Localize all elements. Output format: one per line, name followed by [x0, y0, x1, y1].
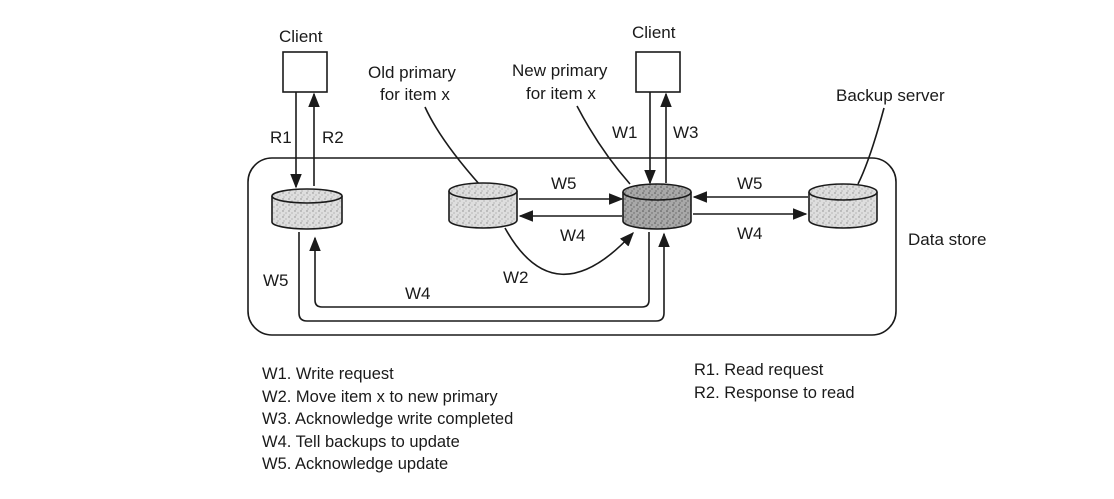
legend-item-w3: W3. Acknowledge write completed: [262, 410, 513, 428]
label-w1: W1: [612, 123, 638, 142]
old-primary-label-line1: Old primary: [368, 63, 456, 82]
arrow-w5-outer: [298, 232, 670, 322]
label-w4-right: W4: [737, 224, 763, 243]
backup-server-label: Backup server: [836, 86, 945, 105]
client-right-box: [635, 51, 681, 93]
label-r2: R2: [322, 128, 344, 147]
label-w4-bottom: W4: [405, 284, 431, 303]
new-primary-cylinder: [622, 183, 692, 230]
new-primary-label-line2: for item x: [526, 84, 596, 103]
legend-item-r2: R2. Response to read: [694, 384, 855, 402]
data-store-boundary: [247, 157, 897, 336]
legend-item-w2: W2. Move item x to new primary: [262, 388, 498, 406]
data-store-label: Data store: [908, 230, 986, 249]
new-primary-leader: [576, 105, 631, 185]
new-primary-label-line1: New primary: [512, 61, 608, 80]
label-w4-mid: W4: [560, 226, 586, 245]
old-primary-cylinder: [448, 182, 518, 229]
label-w5-top: W5: [551, 174, 577, 193]
left-backup-cylinder: [271, 188, 343, 230]
label-r1: R1: [270, 128, 292, 147]
old-primary-leader: [424, 106, 481, 186]
legend-read-steps: R1. Read request R2. Response to read: [694, 361, 855, 402]
label-w5-right: W5: [737, 174, 763, 193]
client-left-box: [282, 51, 328, 93]
label-w2: W2: [503, 268, 529, 287]
backup-server-leader: [857, 107, 885, 185]
label-w5-left: W5: [263, 271, 289, 290]
arrow-w4-bottom: [309, 232, 650, 308]
backup-server-cylinder: [808, 183, 878, 229]
client-left-label: Client: [279, 27, 323, 46]
arrow-w2-curve: [504, 227, 634, 276]
legend-write-steps: W1. Write request W2. Move item x to new…: [262, 365, 513, 473]
label-w3: W3: [673, 123, 699, 142]
old-primary-label-line2: for item x: [380, 85, 450, 104]
legend-item-w4: W4. Tell backups to update: [262, 433, 460, 451]
client-right-label: Client: [632, 23, 676, 42]
legend-item-r1: R1. Read request: [694, 361, 824, 379]
legend-item-w1: W1. Write request: [262, 365, 394, 383]
legend-item-w5: W5. Acknowledge update: [262, 455, 448, 473]
